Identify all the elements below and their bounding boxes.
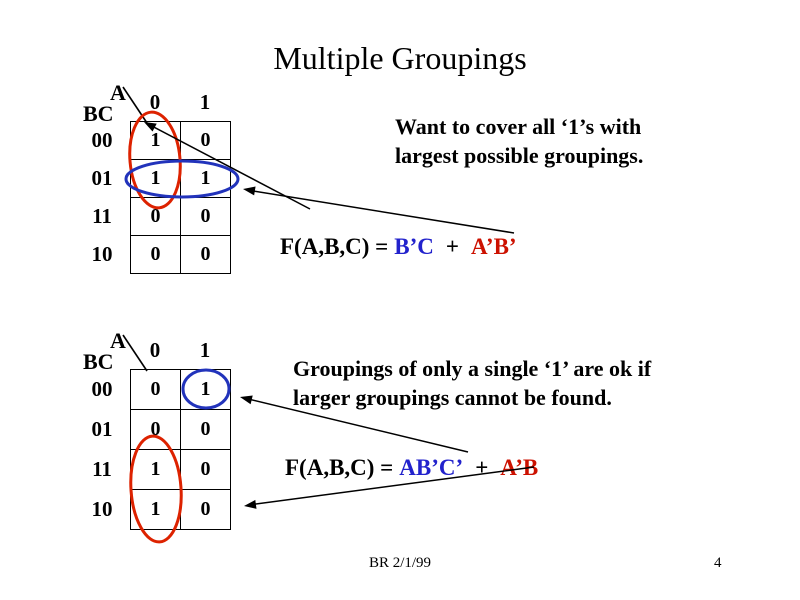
note-line: Groupings of only a single ‘1’ are ok if: [293, 356, 652, 381]
kmap2-note: Groupings of only a single ‘1’ are ok if…: [293, 354, 651, 412]
kmap1-note: Want to cover all ‘1’s with largest poss…: [395, 112, 643, 170]
note-line: larger groupings cannot be found.: [293, 385, 612, 410]
kmap2-row-header-00: 00: [91, 377, 113, 401]
kmap-cell: 0: [130, 369, 181, 410]
equation-lhs: F(A,B,C) =: [285, 455, 394, 480]
kmap-cell: 1: [130, 159, 181, 198]
kmap2-row-header-10: 10: [91, 497, 113, 521]
equation-term1: B’C: [394, 234, 434, 259]
kmap2-col-header-1: 1: [199, 338, 211, 362]
kmap-cell: 0: [180, 409, 231, 450]
equation-term1: AB’C’: [399, 455, 464, 480]
kmap2-row-var-label: BC: [83, 349, 114, 374]
slide-title: Multiple Groupings: [273, 40, 527, 76]
kmap2: A BC 0 1 00 01 11 10 0 1 0 0 1 0 1 0: [80, 328, 300, 548]
kmap-cell: 0: [180, 121, 231, 160]
kmap1-row-header-10: 10: [91, 242, 113, 266]
kmap1: A BC 0 1 00 01 11 10 1 0 1 1 0 0 0 0: [80, 80, 300, 290]
kmap1-row-header-00: 00: [91, 128, 113, 152]
kmap2-equation: F(A,B,C) =AB’C’ + A’B: [285, 455, 538, 481]
kmap-cell: 0: [180, 489, 231, 530]
kmap1-grid: 1 0 1 1 0 0 0 0: [130, 121, 231, 274]
kmap1-row-header-01: 01: [91, 166, 113, 190]
kmap1-equation: F(A,B,C) =B’C + A’B’: [280, 234, 517, 260]
kmap1-row-header-11: 11: [92, 204, 112, 228]
note-line: Want to cover all ‘1’s with: [395, 114, 642, 139]
kmap2-grid: 0 1 0 0 1 0 1 0: [130, 369, 231, 530]
kmap1-col-var-label: A: [110, 80, 126, 105]
kmap2-col-var-label: A: [110, 328, 126, 353]
kmap-cell: 0: [180, 449, 231, 490]
page-number: 4: [714, 555, 722, 571]
kmap-cell: 1: [180, 159, 231, 198]
kmap1-col-header-1: 1: [199, 90, 211, 114]
kmap-cell: 1: [180, 369, 231, 410]
kmap1-row-var-label: BC: [83, 101, 114, 126]
kmap-cell: 1: [130, 121, 181, 160]
kmap2-row-header-11: 11: [92, 457, 112, 481]
note-line: largest possible groupings.: [395, 143, 644, 168]
kmap-cell: 0: [130, 409, 181, 450]
equation-operator: +: [445, 234, 460, 259]
kmap-cell: 0: [180, 235, 231, 274]
kmap2-col-header-0: 0: [149, 338, 161, 362]
kmap-cell: 1: [130, 449, 181, 490]
kmap-cell: 1: [130, 489, 181, 530]
equation-term2: A’B: [500, 455, 539, 480]
equation-lhs: F(A,B,C) =: [280, 234, 389, 259]
equation-term2: A’B’: [471, 234, 517, 259]
footer-credit: BR 2/1/99: [368, 555, 432, 571]
kmap-cell: 0: [180, 197, 231, 236]
kmap1-col-header-0: 0: [149, 90, 161, 114]
kmap2-row-header-01: 01: [91, 417, 113, 441]
kmap-cell: 0: [130, 235, 181, 274]
kmap-cell: 0: [130, 197, 181, 236]
equation-operator: +: [475, 455, 489, 480]
